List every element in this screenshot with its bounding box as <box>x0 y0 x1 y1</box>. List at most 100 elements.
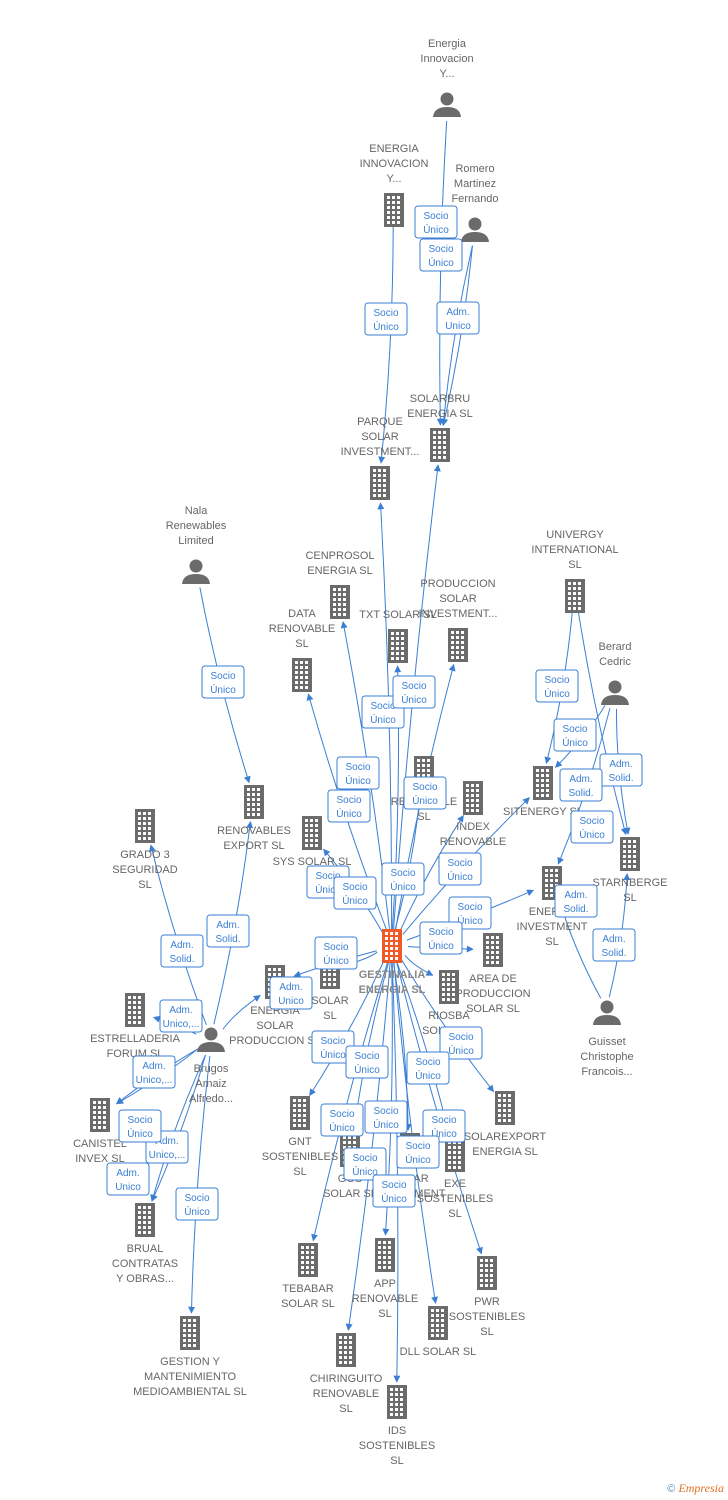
edge-ene_inn_co-parque <box>378 225 394 464</box>
window <box>349 1341 352 1344</box>
edge-label-berard-starnberg[interactable]: Adm.Solid. <box>559 768 603 802</box>
node-prod_inv[interactable]: PRODUCCIONSOLARINVESTMENT... <box>419 578 498 662</box>
edge-label-brugos-grado3[interactable]: Adm.Solid. <box>206 914 250 948</box>
window <box>98 1121 101 1124</box>
node-txt[interactable]: TXT SOLAR SL <box>359 609 437 663</box>
window <box>133 1016 136 1019</box>
edge-label-brugos-ene_solar_prod[interactable]: Adm.Unico,... <box>159 999 203 1033</box>
node-label: CHIRINGUITO <box>310 1373 383 1385</box>
node-ene_inn_co[interactable]: ENERGIAINNOVACIONY... <box>360 143 429 227</box>
edge-label-guisset-energy_inv[interactable]: Adm.Solid. <box>592 928 636 962</box>
edge-label-brugos-estrell[interactable]: Adm.Unico,... <box>132 1055 176 1089</box>
window <box>480 1264 483 1267</box>
window <box>143 827 146 830</box>
edge-label-guisset-starnberg[interactable]: Adm.Solid. <box>160 934 204 968</box>
window <box>252 808 255 811</box>
edge-label-brugos-brual[interactable]: Adm.Unico <box>106 1162 150 1196</box>
node-ene_inn_person[interactable]: EnergiaInnovacionY... <box>420 38 474 117</box>
window <box>453 1166 456 1169</box>
edge-label-text: Solid. <box>601 948 626 959</box>
edge-label-text: Socio <box>184 1193 209 1204</box>
node-parque[interactable]: PARQUESOLARINVESTMENT... <box>341 416 420 500</box>
window <box>293 1119 296 1122</box>
window <box>343 598 346 601</box>
window <box>128 1011 131 1014</box>
node-label: SOLARBRU <box>410 393 471 405</box>
node-sitenergy[interactable]: SITENERGY SL <box>503 766 583 818</box>
node-brugos[interactable]: BrugosArnaizAlfredo... <box>189 1027 233 1106</box>
window <box>458 1151 461 1154</box>
edge-label-berard-energy_inv[interactable]: Adm.Solid. <box>554 884 598 918</box>
node-dll[interactable]: DLL SOLAR SL <box>400 1306 477 1358</box>
window <box>448 1156 451 1159</box>
node-sys[interactable]: SYS SOLAR SL <box>273 816 352 868</box>
window <box>555 874 558 877</box>
window <box>383 1251 386 1254</box>
node-guisset[interactable]: GuissetChristopheFrancois... <box>580 1000 634 1079</box>
node-label: Innovacion <box>420 53 473 65</box>
window <box>315 819 318 822</box>
window <box>257 808 260 811</box>
edge-label-brugos-ren_export[interactable]: Adm.Unico <box>269 976 313 1010</box>
window <box>578 587 581 590</box>
edge-label-berard-sitenergy[interactable]: Adm.Solid. <box>599 753 643 787</box>
window <box>328 978 331 981</box>
window <box>278 968 281 971</box>
window <box>486 951 489 954</box>
edge-label-romero-solarbru[interactable]: Adm.Unico <box>436 301 480 335</box>
